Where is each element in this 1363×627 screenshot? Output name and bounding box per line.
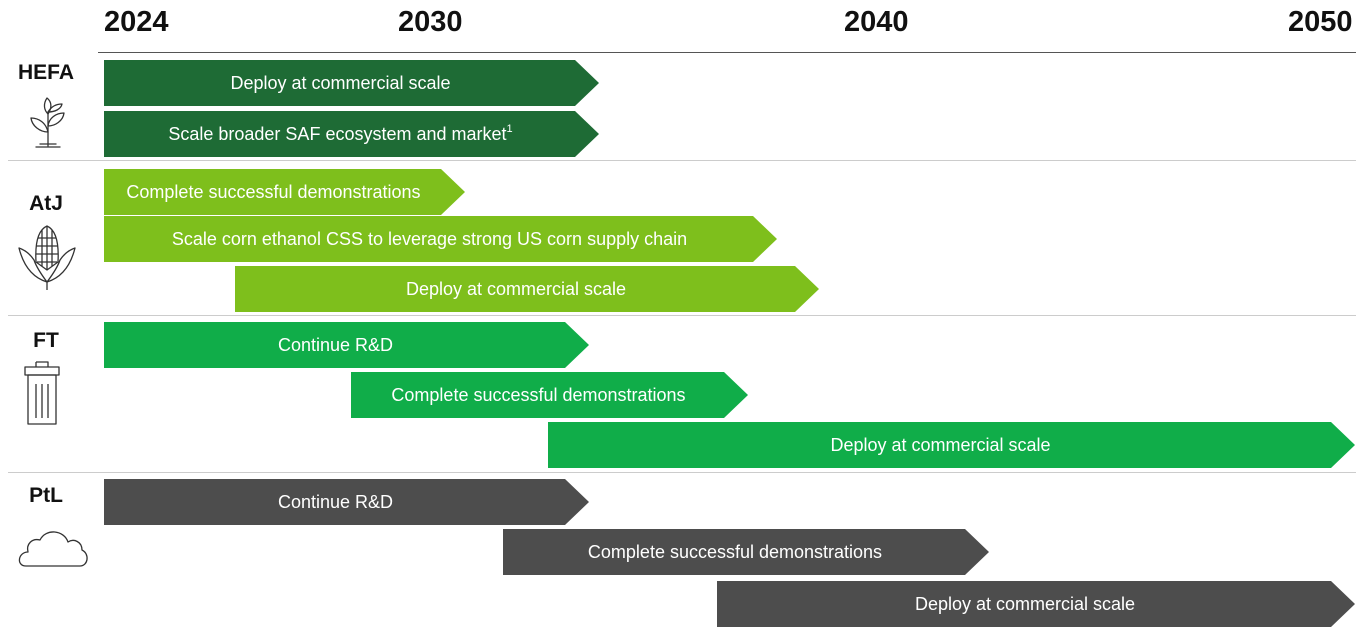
bar-label: Complete successful demonstrations xyxy=(587,541,883,562)
year-2040-label: 2040 xyxy=(844,6,909,38)
ft-bar-continue-rd: Continue R&D xyxy=(104,322,589,368)
pathway-label-ft: FT xyxy=(33,329,59,352)
ptl-bar-deploy: Deploy at commercial scale xyxy=(717,581,1355,627)
pathway-label-atj: AtJ xyxy=(29,192,63,215)
bar-label: Scale broader SAF ecosystem and market xyxy=(168,123,507,144)
row-divider xyxy=(8,160,1356,161)
year-2030-label: 2030 xyxy=(398,6,463,38)
year-2050-label: 2050 xyxy=(1288,6,1353,38)
hefa-bar-deploy: Deploy at commercial scale xyxy=(104,60,599,106)
timeline-axis-line xyxy=(98,52,1356,53)
footnote-marker: 1 xyxy=(506,123,513,135)
ft-bar-demonstrations: Complete successful demonstrations xyxy=(351,372,748,418)
year-2024-label: 2024 xyxy=(104,6,169,38)
atj-bar-scale-corn-ethanol: Scale corn ethanol CSS to leverage stron… xyxy=(104,216,777,262)
bar-label: Scale corn ethanol CSS to leverage stron… xyxy=(171,228,688,249)
ptl-bar-demonstrations: Complete successful demonstrations xyxy=(503,529,989,575)
ft-bar-deploy: Deploy at commercial scale xyxy=(548,422,1355,468)
bar-label: Complete successful demonstrations xyxy=(126,181,421,202)
bar-label: Deploy at commercial scale xyxy=(230,72,451,93)
bar-label: Deploy at commercial scale xyxy=(914,593,1136,614)
atj-bar-deploy: Deploy at commercial scale xyxy=(235,266,819,312)
bar-label: Continue R&D xyxy=(277,491,394,512)
corn-icon xyxy=(18,225,76,290)
trash-bin-icon xyxy=(24,361,60,425)
bar-label: Deploy at commercial scale xyxy=(830,434,1051,455)
atj-bar-demonstrations: Complete successful demonstrations xyxy=(104,169,465,215)
bar-label: Deploy at commercial scale xyxy=(405,278,627,299)
cloud-icon xyxy=(18,531,88,567)
plant-sprout-icon xyxy=(30,97,65,148)
ptl-bar-continue-rd: Continue R&D xyxy=(104,479,589,525)
pathway-label-hefa: HEFA xyxy=(17,61,74,84)
row-divider xyxy=(8,315,1356,316)
bar-label: Continue R&D xyxy=(277,334,394,355)
bar-label: Complete successful demonstrations xyxy=(391,384,686,405)
row-divider xyxy=(8,472,1356,473)
pathway-label-ptl: PtL xyxy=(29,484,63,507)
